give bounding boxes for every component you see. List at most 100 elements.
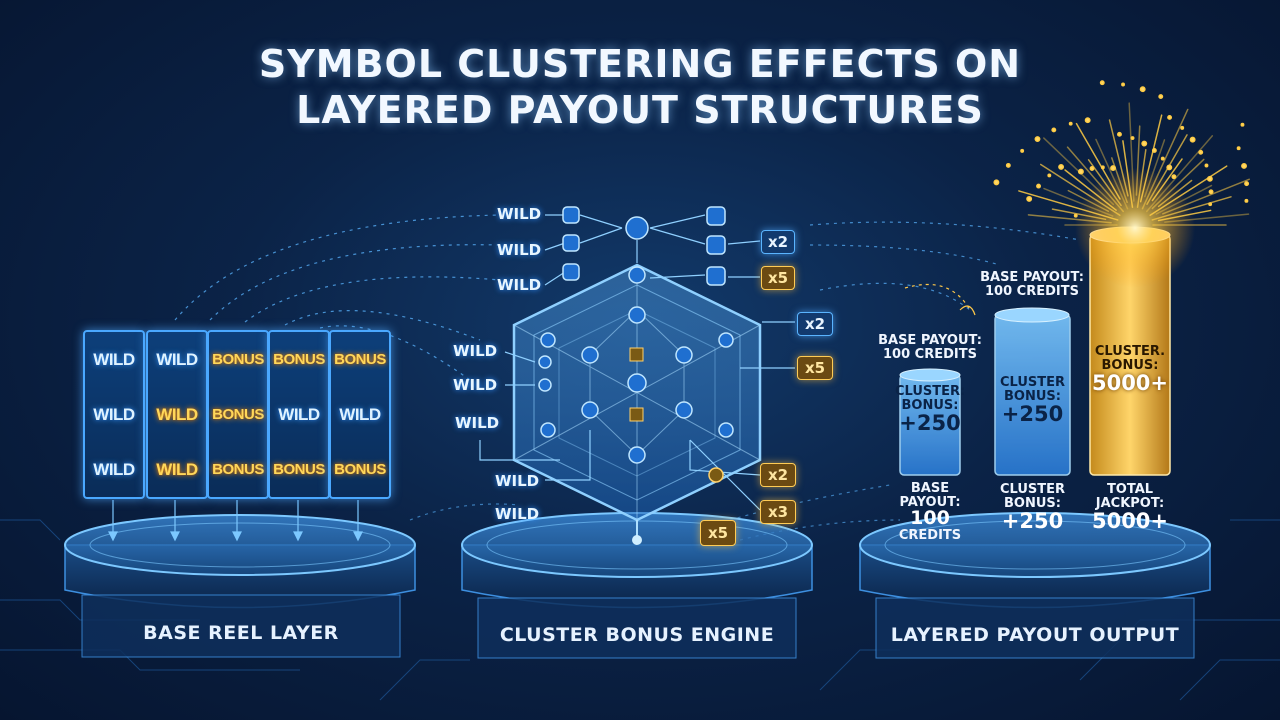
spark-particle (1100, 165, 1105, 170)
symbol-label: BONUS (334, 351, 386, 368)
spark-ray (1151, 196, 1232, 221)
bonus-symbol: BONUS (207, 446, 269, 490)
spark-particle (1160, 156, 1165, 161)
symbol-label: WILD (278, 405, 320, 424)
spark-particle (1180, 125, 1185, 130)
spark-particle (993, 179, 1000, 186)
spark-ray (1136, 149, 1147, 208)
bonus-symbol: BONUS (268, 336, 330, 380)
spark-ray (1135, 125, 1141, 196)
spark-ray (1040, 163, 1121, 217)
engine-bottom-wild-label: WILD (495, 505, 540, 523)
spark-particle (1026, 195, 1033, 202)
wild-symbol: WILD (83, 391, 145, 435)
spark-particle (1034, 136, 1041, 142)
engine-top-wild-label: WILD (497, 241, 542, 259)
wild-symbol: WILD (83, 446, 145, 490)
symbol-label: WILD (93, 405, 135, 424)
spark-particle (1141, 140, 1148, 147)
spark-particle (1051, 127, 1057, 133)
platform-label-base-reel: BASE REEL LAYER (143, 622, 339, 644)
symbol-label: BONUS (273, 461, 325, 478)
spark-ray (1146, 135, 1214, 213)
spark-particle (1139, 86, 1146, 93)
spark-ray (1095, 138, 1129, 210)
spark-ray (1141, 108, 1189, 210)
jackpot-sparks (993, 80, 1250, 288)
title-line-2: LAYERED PAYOUT STRUCTURES (296, 88, 984, 132)
spark-particle (1236, 146, 1241, 151)
bonus-symbol: BONUS (207, 336, 269, 380)
symbol-label: BONUS (212, 461, 264, 478)
reel-column: BONUS WILD BONUS (268, 330, 330, 499)
symbol-label: WILD (93, 460, 135, 479)
symbol-label: BONUS (273, 351, 325, 368)
spark-ray (1122, 140, 1134, 208)
spark-particle (1241, 162, 1247, 169)
spark-particle (1058, 163, 1065, 170)
reel-column: WILD WILD WILD (83, 330, 145, 499)
spark-particle (1068, 121, 1073, 126)
flow-arcs-left (174, 214, 501, 381)
col1-top-label: BASE PAYOUT:100 CREDITS (878, 333, 982, 362)
title-line-1: SYMBOL CLUSTERING EFFECTS ON (258, 42, 1022, 86)
payout-column-1 (899, 368, 961, 476)
spark-ray (1146, 134, 1188, 205)
spark-ray (1064, 169, 1117, 211)
spark-ray (1027, 214, 1112, 224)
top-nodes (562, 206, 726, 483)
spark-ray (1144, 139, 1166, 198)
spark-particle (1084, 117, 1091, 124)
col2-inner-text: CLUSTER BONUS: +250 (999, 375, 1066, 427)
spark-particle (1077, 168, 1084, 175)
spark-ray (1151, 158, 1205, 210)
spark-ray (1155, 184, 1213, 215)
spark-particle (1121, 82, 1126, 87)
spark-ray (1157, 209, 1212, 222)
engine-mid-wild-label: WILD (453, 342, 498, 360)
spark-particle (1198, 149, 1204, 155)
platform-left (64, 514, 416, 658)
col2-top-label: BASE PAYOUT:100 CREDITS (980, 270, 1084, 299)
spark-ray (1043, 187, 1114, 217)
spark-particle (1189, 136, 1196, 143)
wild-symbol: WILD (329, 391, 391, 435)
spark-particle (1151, 148, 1157, 153)
spark-particle (1206, 175, 1213, 182)
engine-mid-wild-label: WILD (453, 376, 498, 394)
spark-particle (1047, 173, 1052, 178)
multiplier-badge: x2 (761, 230, 795, 254)
spark-ray (1111, 157, 1128, 204)
multiplier-badge: x2 (760, 463, 796, 487)
bonus-symbol: BONUS (329, 336, 391, 380)
spark-ray (1162, 178, 1250, 215)
bonus-symbol: BONUS (268, 446, 330, 490)
platform-label-payout-output: LAYERED PAYOUT OUTPUT (890, 624, 1180, 646)
spark-particle (1244, 198, 1249, 203)
wild-symbol: WILD (268, 391, 330, 435)
spark-particle (1204, 163, 1209, 168)
symbol-label: WILD (156, 350, 198, 369)
bonus-symbol: BONUS (207, 391, 269, 435)
payout-column-2 (994, 307, 1071, 476)
symbol-label: BONUS (212, 351, 264, 368)
reel-column: BONUS BONUS BONUS (207, 330, 269, 499)
spark-ray (1149, 165, 1228, 217)
platform-label-cluster-engine: CLUSTER BONUS ENGINE (499, 624, 775, 646)
spark-particle (1089, 166, 1095, 171)
col3-below-text: TOTAL JACKPOT: 5000+ (1091, 482, 1169, 534)
wild-symbol: WILD (146, 446, 208, 490)
engine-bottom-wild-label: WILD (495, 472, 540, 490)
symbol-label: BONUS (334, 461, 386, 478)
wild-symbol: WILD (83, 336, 145, 380)
spark-particle (1005, 162, 1011, 168)
spark-ray (1164, 213, 1250, 223)
spark-particle (1244, 181, 1250, 187)
bonus-symbol: BONUS (329, 446, 391, 490)
spark-particle (1073, 213, 1078, 218)
reel-down-arrows (108, 500, 363, 542)
col2-below-text: CLUSTER BONUS: +250 (999, 482, 1066, 534)
symbol-label: WILD (156, 460, 198, 479)
spark-particle (1158, 94, 1164, 100)
